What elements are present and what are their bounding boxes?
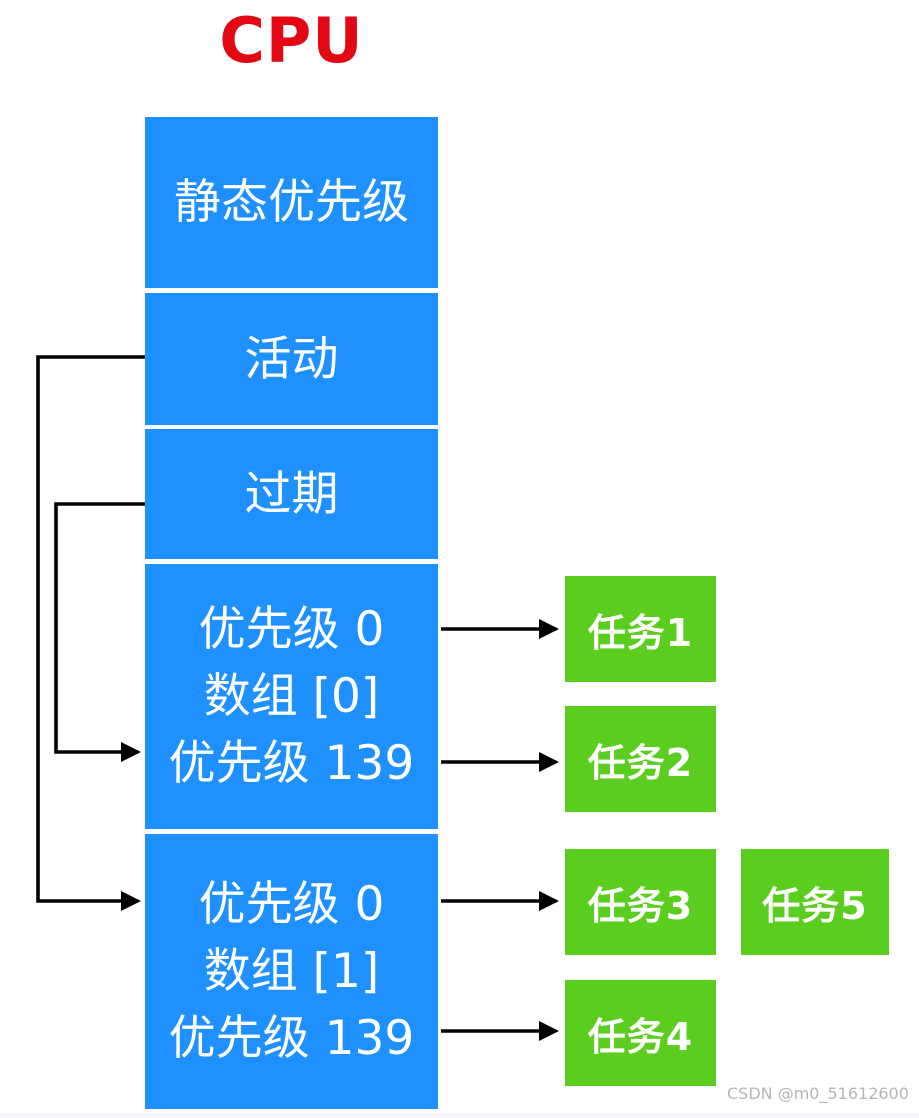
arrow-expired-to-array0 xyxy=(54,502,145,763)
priority-top-label: 优先级 0 xyxy=(198,602,385,657)
priority-top-label: 优先级 0 xyxy=(198,877,385,932)
priority-bottom-label: 优先级 139 xyxy=(168,1011,415,1066)
cpu-title: CPU xyxy=(219,4,364,77)
bottom-divider xyxy=(0,1113,919,1118)
task-box-3: 任务3 xyxy=(565,849,716,955)
task-label: 任务5 xyxy=(762,883,868,928)
task-label: 任务2 xyxy=(587,740,694,785)
task-box-1: 任务1 xyxy=(565,576,716,682)
queue-section-expired: 过期 xyxy=(145,429,438,559)
csdn-watermark: CSDN @m0_51612600 xyxy=(727,1084,909,1103)
task-box-2: 任务2 xyxy=(565,706,716,812)
queue-section-active: 活动 xyxy=(145,293,438,425)
task-box-4: 任务4 xyxy=(565,980,716,1086)
task-box-5: 任务5 xyxy=(741,849,889,955)
queue-section-label: 活动 xyxy=(244,331,339,387)
queue-section-array0: 优先级 0 数组 [0] 优先级 139 xyxy=(145,564,438,829)
array-name-label: 数组 [0] xyxy=(203,669,380,724)
queue-section-array1: 优先级 0 数组 [1] 优先级 139 xyxy=(145,834,438,1109)
queue-section-static-priority: 静态优先级 xyxy=(145,117,438,288)
queue-section-label: 过期 xyxy=(244,466,339,522)
arrow-active-to-array1 xyxy=(36,355,145,912)
array-name-label: 数组 [1] xyxy=(203,944,380,999)
task-label: 任务4 xyxy=(587,1014,694,1059)
queue-section-label: 静态优先级 xyxy=(174,175,409,230)
priority-bottom-label: 优先级 139 xyxy=(168,736,415,791)
task-label: 任务3 xyxy=(587,883,694,928)
task-label: 任务1 xyxy=(587,610,694,655)
